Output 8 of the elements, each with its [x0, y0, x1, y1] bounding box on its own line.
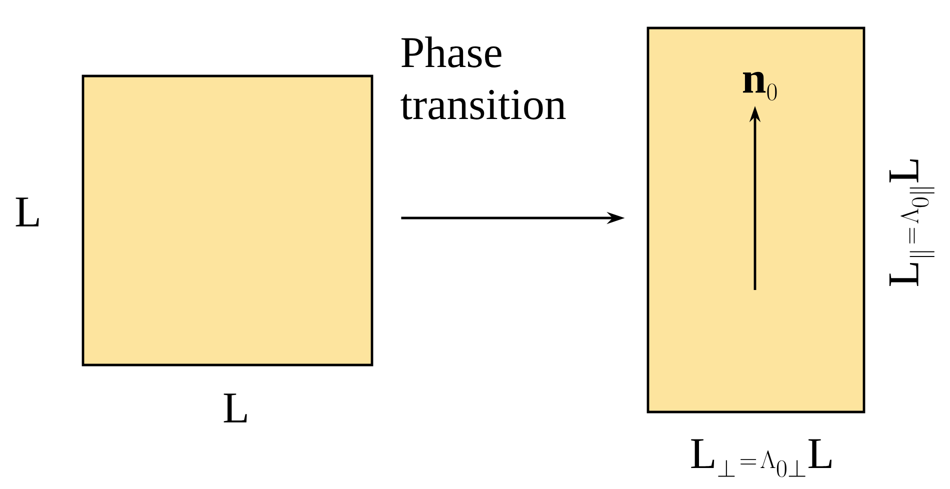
- panel-box: [646, 26, 866, 414]
- side-label: $\mathrm{L}_{\parallel}\!=\!\Lambda_{0\parallel}\mathrm{L}$: [889, 159, 935, 286]
- edge-label: Phase transition: [400, 36, 566, 120]
- side-label: L: [16, 198, 39, 226]
- side-label: $\mathrm{L}_{\perp}\!=\!\Lambda_{0\perp}\mathrm{L}$: [691, 439, 832, 478]
- side-label: L: [224, 394, 247, 422]
- panel-box: [82, 74, 374, 366]
- vector-label: $\mathbf{n}_0$: [743, 72, 777, 100]
